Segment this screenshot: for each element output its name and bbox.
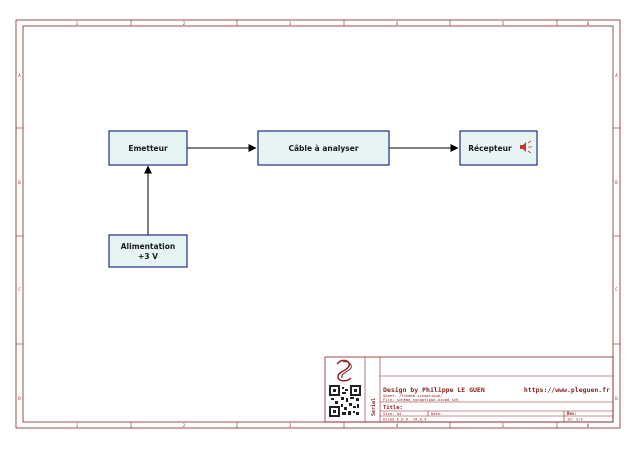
col-label-top-4: 4 <box>396 21 399 26</box>
block-recepteur[interactable]: Récepteur <box>459 130 538 166</box>
title-block-sheet: Sheet: /Schéma synoptique/ <box>383 393 442 398</box>
title-block-file: File: schéma_synoptique.kicad_sch <box>383 397 458 402</box>
block-cable-a-analyser[interactable]: Câble à analyser <box>257 130 390 166</box>
row-label-left-c: C <box>18 287 21 292</box>
designer-logo-icon <box>336 359 352 382</box>
title-block-url: https://www.pleguen.fr <box>524 386 610 394</box>
sheet-inner-border <box>22 25 614 423</box>
col-label-top-3: 3 <box>289 21 292 26</box>
col-label-bottom-2: 2 <box>183 423 186 428</box>
row-label-right-d: D <box>615 396 618 401</box>
title-block-id: Id: 2/2 <box>567 417 583 422</box>
col-label-top-1: 1 <box>76 21 79 26</box>
block-alimentation[interactable]: Alimentation +3 V <box>108 234 188 268</box>
col-label-bottom-4: 4 <box>396 423 399 428</box>
row-label-right-a: A <box>615 73 618 78</box>
row-label-right-c: C <box>615 287 618 292</box>
col-label-bottom-6: 6 <box>587 423 590 428</box>
col-label-top-2: 2 <box>183 21 186 26</box>
row-label-left-a: A <box>18 73 21 78</box>
title-block-rev: Rev: <box>567 411 577 416</box>
block-recepteur-label: Récepteur <box>468 144 512 153</box>
col-label-bottom-5: 5 <box>502 423 505 428</box>
col-label-bottom-1: 1 <box>76 423 79 428</box>
frame-column-markers: 1 2 3 4 5 6 1 2 3 4 5 6 <box>76 20 590 428</box>
frame-row-markers: A B C D A B C D <box>16 73 620 401</box>
title-block-serial: Serial <box>371 398 377 416</box>
sheet-outer-border <box>15 19 621 429</box>
col-label-bottom-3: 3 <box>289 423 292 428</box>
block-cable-label: Câble à analyser <box>288 144 358 153</box>
title-block-kicad: KiCad E.D.A. 10.0.4 <box>383 417 427 422</box>
row-label-right-b: B <box>615 180 618 185</box>
block-alimentation-label-line1: Alimentation <box>121 242 175 251</box>
row-label-left-d: D <box>18 396 21 401</box>
speaker-icon <box>520 140 532 154</box>
title-block-size: Size: A4 <box>383 411 402 416</box>
col-label-top-6: 6 <box>587 21 590 26</box>
qr-code-icon <box>329 385 361 417</box>
title-block-design: Design by Philippe LE GUEN <box>383 386 485 394</box>
block-emetteur[interactable]: Emetteur <box>108 130 188 166</box>
block-emetteur-label: Emetteur <box>128 144 168 153</box>
col-label-top-5: 5 <box>502 21 505 26</box>
row-label-left-b: B <box>18 180 21 185</box>
title-block: Serial Design by Philippe LE GUEN https:… <box>324 356 614 423</box>
title-block-date: Date: <box>431 411 442 416</box>
title-block-title-label: Title: <box>383 405 403 411</box>
block-alimentation-label-line2: +3 V <box>138 252 158 261</box>
